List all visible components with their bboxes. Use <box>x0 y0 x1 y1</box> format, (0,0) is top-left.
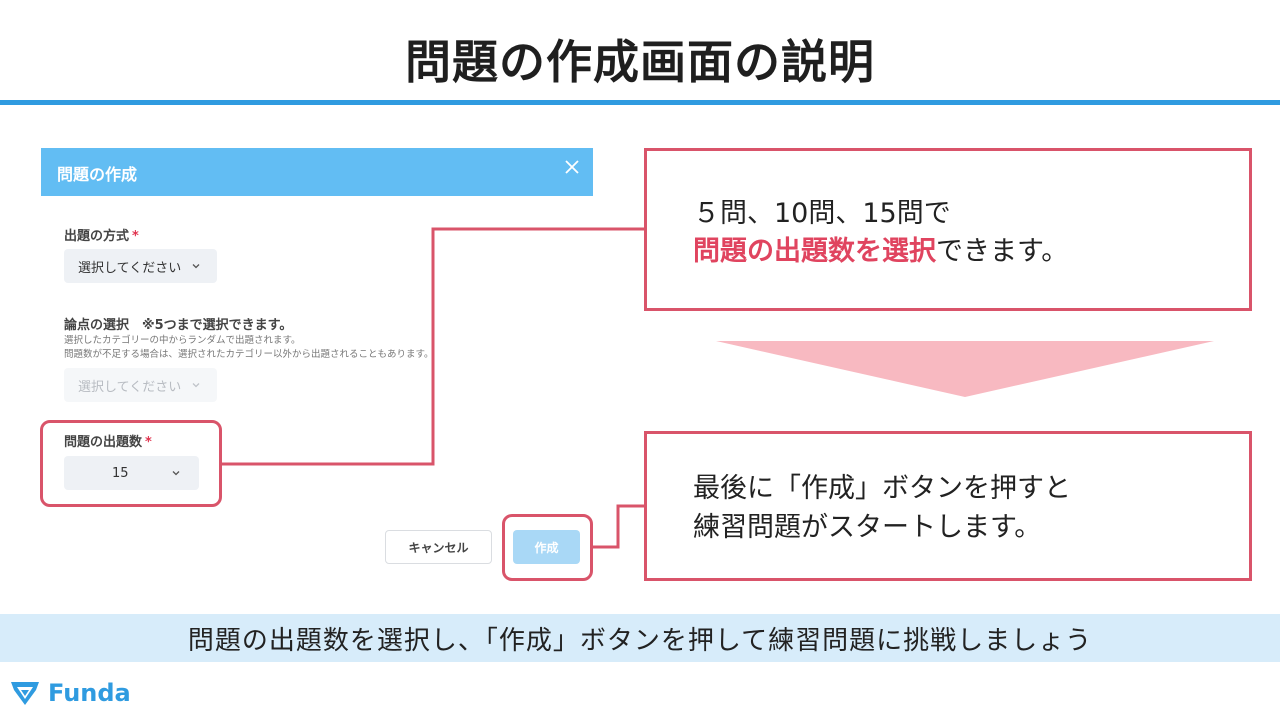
topics-select-value: 選択してください <box>78 379 182 395</box>
callout-count-line1: ５問、10問、15問で <box>693 198 951 229</box>
method-select-value: 選択してください <box>78 260 182 276</box>
chevron-down-icon <box>192 264 200 269</box>
callout-create: 最後に「作成」ボタンを押すと 練習問題がスタートします。 <box>644 431 1252 581</box>
create-button[interactable]: 作成 <box>513 530 580 564</box>
cancel-button[interactable]: キャンセル <box>385 530 492 564</box>
topics-hint-2: 問題数が不足する場合は、選択されたカテゴリー以外から出題されることもあります。 <box>64 349 434 360</box>
create-highlight <box>502 514 593 581</box>
topics-label: 論点の選択 ※5つまで選択できます。 <box>64 318 293 333</box>
brand-logo: Funda <box>8 678 131 708</box>
funda-logo-icon <box>11 682 39 705</box>
callout-emphasis: 問題の出題数を選択 <box>693 236 936 267</box>
down-arrow <box>716 341 1214 397</box>
required-mark: * <box>145 435 152 450</box>
callout-count-line2: 問題の出題数を選択できます。 <box>693 236 1069 267</box>
close-icon[interactable] <box>561 156 583 178</box>
count-select[interactable]: 15 <box>64 456 199 490</box>
callout-create-line1: 最後に「作成」ボタンを押すと <box>693 473 1071 504</box>
dialog-title: 問題の作成 <box>57 165 138 184</box>
callout-count: ５問、10問、15問で 問題の出題数を選択できます。 <box>644 148 1252 311</box>
connector-create-to-callout <box>593 504 645 549</box>
dialog-header: 問題の作成 <box>41 148 593 196</box>
count-select-value: 15 <box>112 465 129 481</box>
topics-hint-1: 選択したカテゴリーの中からランダムで出題されます。 <box>64 335 301 346</box>
chevron-down-icon <box>192 383 200 388</box>
count-highlight <box>40 420 222 507</box>
topics-select[interactable]: 選択してください <box>64 368 217 402</box>
count-label: 問題の出題数* <box>64 435 152 450</box>
title-divider <box>0 100 1280 105</box>
slide-title: 問題の作成画面の説明 <box>405 35 875 89</box>
chevron-down-icon <box>172 471 180 476</box>
required-mark: * <box>132 229 139 244</box>
method-select[interactable]: 選択してください <box>64 249 217 283</box>
callout-create-line2: 練習問題がスタートします。 <box>693 512 1042 543</box>
method-label: 出題の方式* <box>64 229 139 244</box>
bottom-caption: 問題の出題数を選択し、「作成」ボタンを押して練習問題に挑戦しましょう <box>0 614 1280 662</box>
brand-name: Funda <box>48 679 131 707</box>
